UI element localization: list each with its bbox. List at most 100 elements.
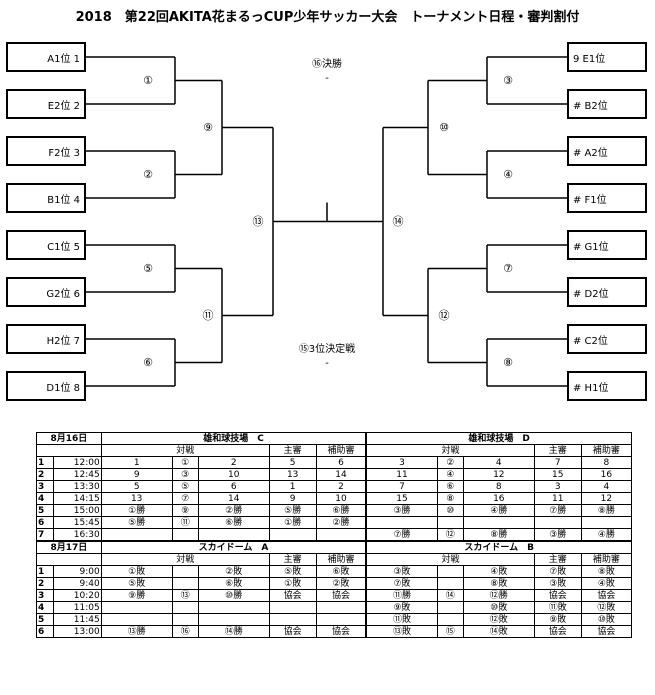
table-cell	[315, 613, 367, 626]
final-label: ⑯決勝	[312, 59, 342, 70]
table-cell: 10	[197, 468, 270, 481]
table-cell: 13	[268, 468, 317, 481]
team-label: # H1位	[573, 382, 609, 394]
day1-date: 8月16日	[36, 432, 102, 445]
left-team-box: A1位 1	[6, 42, 86, 72]
table-cell: ⑥敗	[315, 565, 367, 578]
col-header-referee: 主審	[533, 444, 582, 457]
day1-venue-right: 雄和球技場 D	[365, 432, 633, 445]
table-cell: ⑥	[436, 480, 464, 493]
table-cell	[436, 565, 464, 578]
table-cell	[171, 613, 199, 626]
table-cell: 1	[36, 565, 54, 578]
table-cell: ⑩敗	[462, 601, 535, 614]
table-cell: 7	[533, 456, 582, 469]
table-cell: ④敗	[580, 577, 633, 590]
table-cell: 10	[315, 492, 367, 505]
table-cell	[268, 613, 317, 626]
table-cell: ⑨敗	[533, 613, 582, 626]
table-cell	[171, 601, 199, 614]
right-team-box: # B2位	[567, 89, 647, 119]
table-cell	[268, 528, 317, 542]
table-cell: ⑧敗	[462, 577, 535, 590]
table-cell	[436, 516, 464, 529]
table-cell: ⑩敗	[580, 613, 633, 626]
col-header-referee: 主審	[268, 553, 317, 566]
table-cell: ④敗	[462, 565, 535, 578]
table-cell: 8	[580, 456, 633, 469]
match-number-m5: ⑤	[143, 261, 153, 275]
table-cell: 7	[365, 480, 438, 493]
table-cell	[580, 516, 633, 529]
table-cell: 9:40	[52, 577, 102, 590]
col-header-referee: 主審	[268, 444, 317, 457]
table-cell: 協会	[580, 625, 633, 638]
table-cell	[315, 601, 367, 614]
col-header-match: 対戦	[365, 444, 535, 457]
table-cell: 15:00	[52, 504, 102, 517]
table-cell: ⑦敗	[533, 565, 582, 578]
table-cell: 11:05	[52, 601, 102, 614]
table-cell: 協会	[315, 625, 367, 638]
table-cell	[100, 528, 173, 542]
table-cell: ⑬敗	[365, 625, 438, 638]
right-team-box: # F1位	[567, 183, 647, 213]
table-cell: 12:45	[52, 468, 102, 481]
team-label: # C2位	[573, 335, 608, 347]
table-cell: ①	[171, 456, 199, 469]
table-cell: ⑨敗	[365, 601, 438, 614]
third-place-value: -	[325, 358, 329, 369]
table-cell: 協会	[315, 589, 367, 602]
table-cell: ⑧	[436, 492, 464, 505]
table-cell: 5	[268, 456, 317, 469]
table-cell: ⑧勝	[462, 528, 535, 542]
team-label: # F1位	[573, 194, 607, 206]
table-cell: 14:15	[52, 492, 102, 505]
day2-subheader-row: 対戦主審補助審対戦主審補助審	[36, 553, 633, 566]
col-header-referee: 主審	[533, 553, 582, 566]
table-cell: 16:30	[52, 528, 102, 542]
table-cell: 2	[315, 480, 367, 493]
table-cell	[462, 516, 535, 529]
table-cell: 14	[315, 468, 367, 481]
table-cell: 2	[36, 577, 54, 590]
table-cell: 9:00	[52, 565, 102, 578]
table-cell: ⑤勝	[100, 516, 173, 529]
table-cell	[315, 528, 367, 542]
table-cell: 6	[36, 625, 54, 638]
match-number-m8: ⑧	[503, 355, 513, 369]
table-cell: ⑨	[171, 504, 199, 517]
table-cell: ④	[436, 468, 464, 481]
left-team-box: H2位 7	[6, 324, 86, 354]
table-cell: 12:00	[52, 456, 102, 469]
table-cell: 16	[462, 492, 535, 505]
table-cell: ⑬	[171, 589, 199, 602]
table-cell: 15	[365, 492, 438, 505]
table-cell: ①勝	[100, 504, 173, 517]
match-number-m6: ⑥	[143, 355, 153, 369]
day1-subheader-row: 対戦主審補助審対戦主審補助審	[36, 444, 633, 457]
left-team-box: E2位 2	[6, 89, 86, 119]
team-label: # B2位	[573, 100, 608, 112]
left-team-box: C1位 5	[6, 230, 86, 260]
table-cell: 6	[36, 516, 54, 529]
table-cell: 5	[100, 480, 173, 493]
table-cell: ②	[436, 456, 464, 469]
table-cell: ②勝	[315, 516, 367, 529]
blank-cell	[36, 553, 102, 566]
table-cell: ⑪敗	[365, 613, 438, 626]
left-team-box: D1位 8	[6, 371, 86, 401]
table-cell: 3	[533, 480, 582, 493]
final-value: -	[325, 73, 329, 84]
table-cell: ⑫勝	[462, 589, 535, 602]
table-cell: ③敗	[533, 577, 582, 590]
team-label: C1位 5	[47, 241, 80, 253]
team-label: F2位 3	[48, 147, 80, 159]
table-cell: ⑩	[436, 504, 464, 517]
team-label: D1位 8	[46, 382, 80, 394]
table-cell: ②勝	[197, 504, 270, 517]
match-number-m14: ⑭	[392, 214, 404, 228]
